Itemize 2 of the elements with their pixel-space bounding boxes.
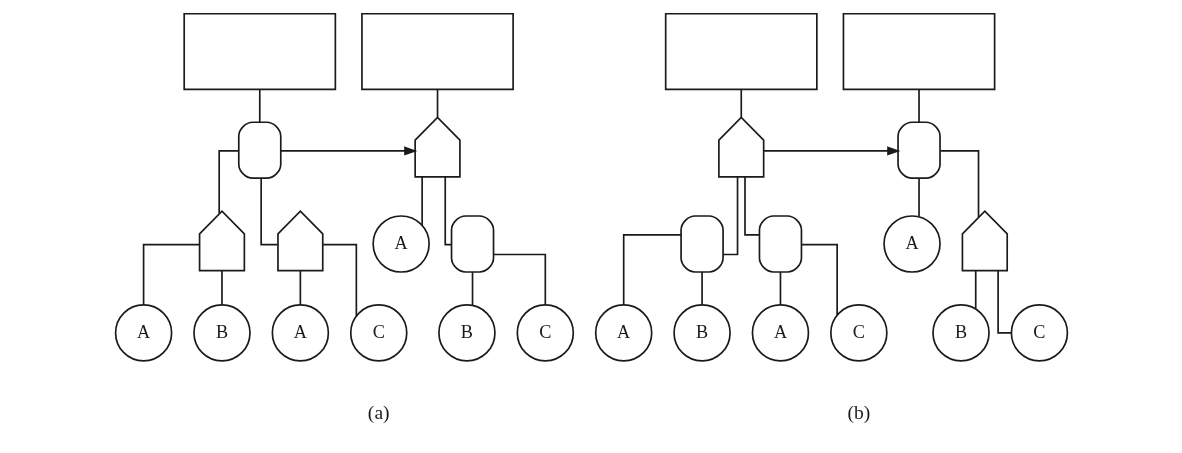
label: (a)	[367, 402, 390, 424]
label: (b)	[846, 402, 870, 424]
